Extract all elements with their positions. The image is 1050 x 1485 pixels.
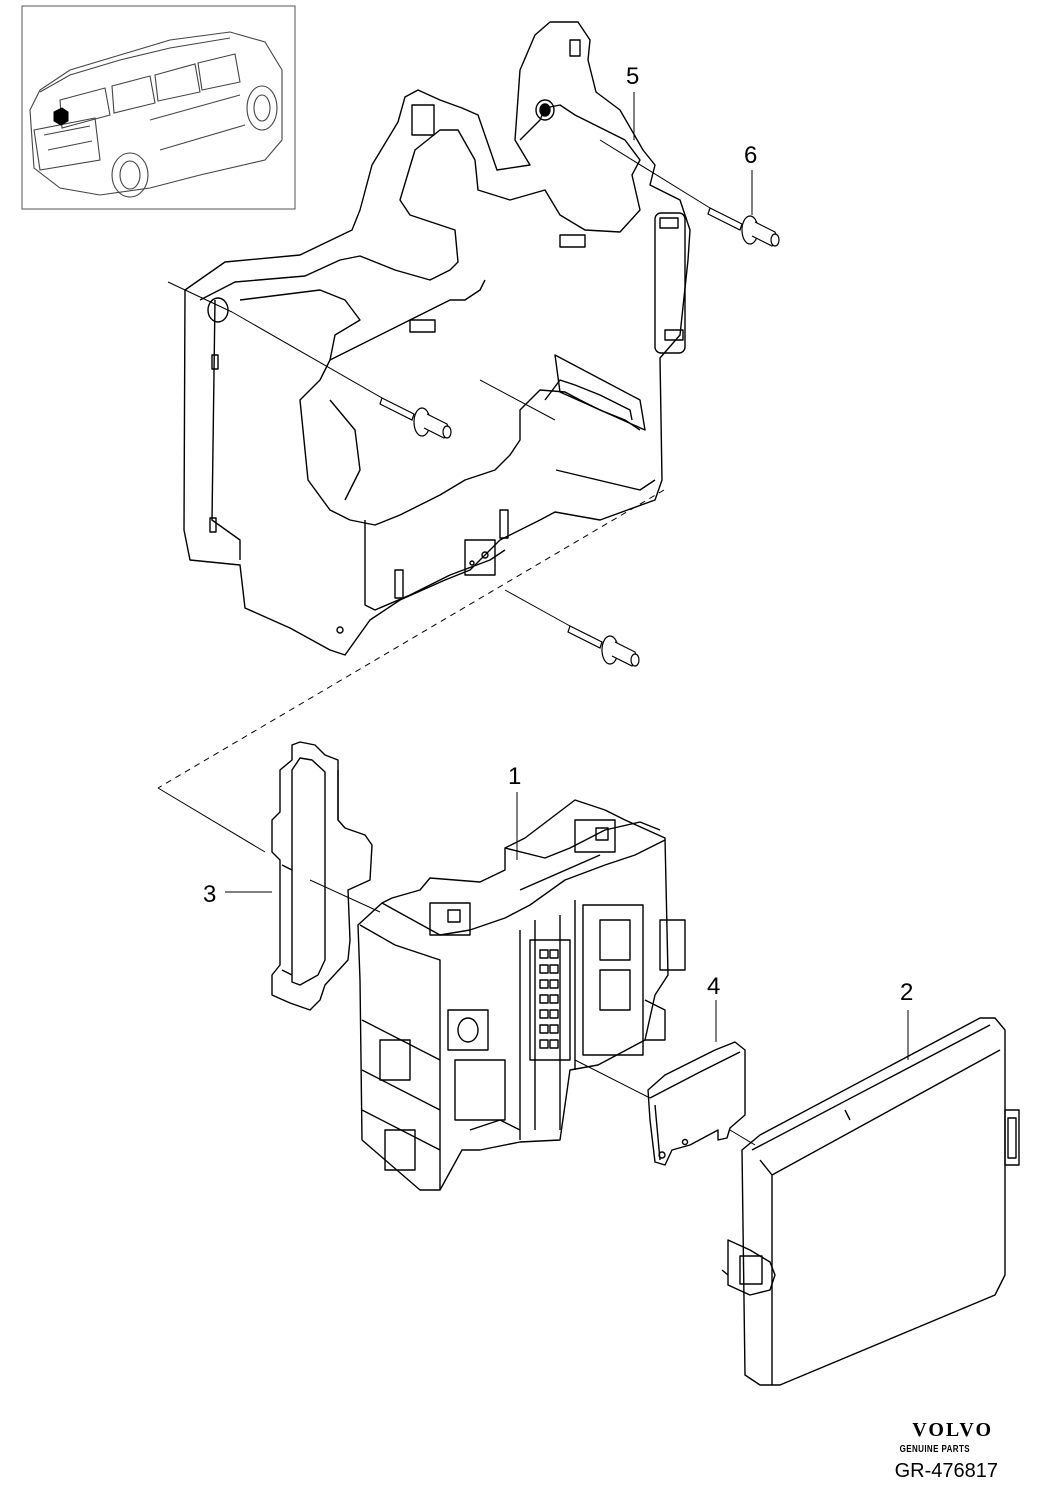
volvo-logo: VOLVO <box>912 1419 993 1441</box>
callout-number: 2 <box>900 979 913 1006</box>
callout-number: 1 <box>508 763 521 790</box>
fastener-screws <box>380 208 779 666</box>
leader-lines <box>158 92 908 1145</box>
vehicle-outline-icon <box>30 32 282 197</box>
guide-line <box>158 788 265 852</box>
side-bracket-part-3 <box>272 742 372 1010</box>
screw-icon <box>568 626 639 666</box>
guide-line <box>730 1130 755 1145</box>
callout-number: 3 <box>203 881 216 908</box>
guide-line <box>575 1060 650 1098</box>
callout-labels: 1 2 3 4 5 6 <box>203 63 913 1006</box>
callout-number: 4 <box>707 973 720 1000</box>
inset-frame <box>22 6 295 209</box>
dashed-guide-line <box>158 490 664 788</box>
guide-line <box>505 590 570 626</box>
guide-line <box>480 380 555 420</box>
control-module-part-2 <box>722 1018 1019 1385</box>
central-electronic-module-part-1 <box>358 800 685 1190</box>
guide-line <box>600 140 710 208</box>
bracket-part-5 <box>184 22 690 655</box>
cover-part-4 <box>648 1042 745 1165</box>
location-marker-icon <box>53 107 69 126</box>
callout-number: 5 <box>626 63 639 90</box>
guide-line <box>232 312 382 398</box>
screw-icon <box>380 398 451 438</box>
diagram-reference-code: GR-476817 <box>894 1460 998 1482</box>
guide-line <box>310 880 380 912</box>
vehicle-locator-inset <box>22 6 295 209</box>
genuine-parts-label: GENUINE PARTS <box>899 1444 970 1455</box>
callout-number: 6 <box>744 142 757 169</box>
guide-line <box>168 282 232 312</box>
screw-icon <box>708 208 779 246</box>
